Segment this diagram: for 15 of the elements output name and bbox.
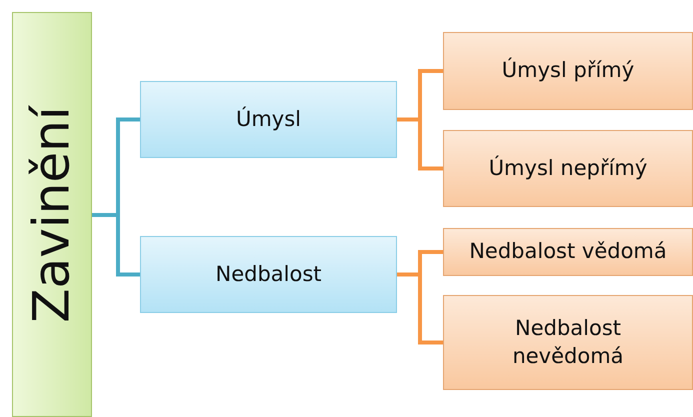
node-label: Úmysl xyxy=(236,106,302,133)
node-label: Nedbalost nevědomá xyxy=(511,315,625,370)
subcategory-box xyxy=(443,228,693,276)
node-label: Zavinění xyxy=(22,106,82,323)
node-label: Nedbalost vědomá xyxy=(469,238,667,266)
subcategory-box xyxy=(443,32,693,110)
node-label: Nedbalost xyxy=(215,260,322,288)
connector-line xyxy=(92,213,140,276)
category-box xyxy=(140,81,397,158)
subcategory-box xyxy=(443,295,693,390)
category-panel xyxy=(12,12,92,417)
subcategory-box xyxy=(443,130,693,207)
category-box xyxy=(140,236,397,313)
node-label: Úmysl přímý xyxy=(502,57,634,84)
node-label: Úmysl nepřímý xyxy=(488,154,648,182)
